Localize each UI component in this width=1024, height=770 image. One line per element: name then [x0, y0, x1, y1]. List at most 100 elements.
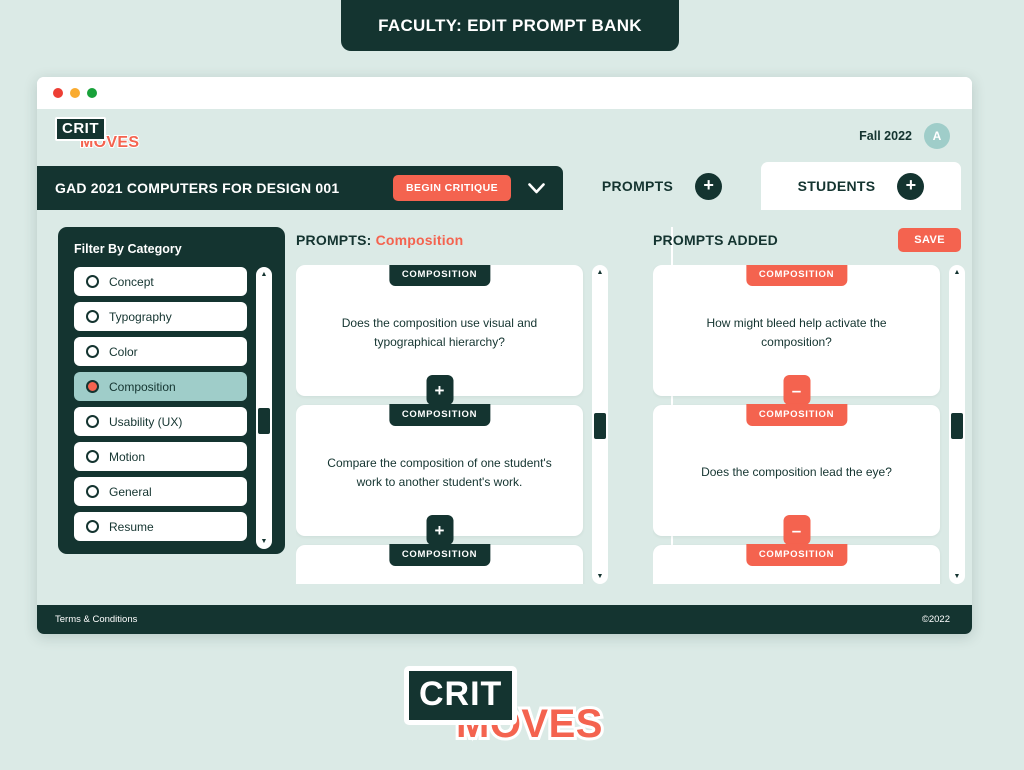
category-label: Concept: [109, 274, 154, 289]
tab-students[interactable]: STUDENTS +: [761, 162, 961, 210]
save-button[interactable]: SAVE: [898, 228, 961, 252]
category-label: Usability (UX): [109, 414, 183, 429]
card-category-badge: COMPOSITION: [745, 544, 848, 566]
category-item-motion[interactable]: Motion: [74, 442, 247, 471]
avatar[interactable]: A: [924, 122, 950, 149]
sidebar-wrapper: Filter By Category Concept Typography: [37, 227, 285, 590]
card-text: Does the composition use visual and typo…: [341, 315, 538, 349]
course-tab-row: GAD 2021 COMPUTERS FOR DESIGN 001 BEGIN …: [37, 162, 972, 210]
content-area: Filter By Category Concept Typography: [37, 210, 972, 590]
card-text: Compare the composition of one student's…: [327, 455, 552, 489]
scrollbar-thumb[interactable]: [258, 408, 270, 434]
prompts-column: PROMPTS: Composition COMPOSITION Does th…: [296, 227, 608, 590]
radio-icon: [86, 415, 99, 428]
category-label: Motion: [109, 449, 146, 464]
filter-sidebar: Filter By Category Concept Typography: [58, 227, 285, 554]
prompt-card[interactable]: COMPOSITION +: [296, 544, 583, 584]
category-item-general[interactable]: General: [74, 477, 247, 506]
category-label: Typography: [109, 309, 172, 324]
page-banner: FACULTY: EDIT PROMPT BANK: [341, 0, 679, 51]
begin-critique-button[interactable]: BEGIN CRITIQUE: [393, 175, 511, 201]
course-bar: GAD 2021 COMPUTERS FOR DESIGN 001 BEGIN …: [37, 166, 563, 210]
category-item-typography[interactable]: Typography: [74, 302, 247, 331]
scroll-down-icon[interactable]: ▼: [596, 573, 604, 580]
card-text: How might bleed help activate the compos…: [706, 315, 887, 349]
category-item-usability[interactable]: Usability (UX): [74, 407, 247, 436]
prompts-column-header: PROMPTS: Composition: [296, 227, 608, 253]
browser-window: CRIT MOVES Fall 2022 A GAD 2021 COMPUTER…: [37, 77, 972, 634]
prompts-cards-viewport: COMPOSITION Does the composition use vis…: [296, 265, 608, 584]
add-prompt-button[interactable]: +: [426, 515, 453, 545]
card-category-badge: COMPOSITION: [388, 265, 491, 286]
add-student-icon[interactable]: +: [897, 172, 925, 200]
app-logo[interactable]: CRIT MOVES: [55, 116, 149, 155]
category-item-composition[interactable]: Composition: [74, 372, 247, 401]
tab-students-label: STUDENTS: [797, 178, 876, 194]
prompts-cards-list: COMPOSITION Does the composition use vis…: [296, 265, 583, 584]
category-scrollbar[interactable]: ▲ ▼: [256, 267, 272, 549]
added-prompt-card[interactable]: COMPOSITION How might bleed help activat…: [653, 265, 940, 405]
prompts-title-category: Composition: [375, 232, 464, 248]
page-banner-title: FACULTY: EDIT PROMPT BANK: [378, 15, 642, 35]
radio-icon: [86, 520, 99, 533]
radio-icon: [86, 275, 99, 288]
card-category-badge: COMPOSITION: [388, 544, 491, 566]
tab-prompts[interactable]: PROMPTS +: [563, 162, 761, 210]
added-prompt-card[interactable]: COMPOSITION Does the composition lead th…: [653, 404, 940, 545]
radio-selected-icon: [86, 380, 99, 393]
added-cards-list: COMPOSITION How might bleed help activat…: [653, 265, 940, 584]
added-cards-viewport: COMPOSITION How might bleed help activat…: [653, 265, 965, 584]
window-titlebar: [37, 77, 972, 109]
category-item-color[interactable]: Color: [74, 337, 247, 366]
add-prompt-icon[interactable]: +: [695, 172, 723, 200]
close-dot-icon[interactable]: [53, 88, 63, 98]
terms-link[interactable]: Terms & Conditions: [55, 614, 138, 625]
category-label: Composition: [109, 379, 176, 394]
added-scrollbar[interactable]: ▲ ▼: [949, 265, 965, 584]
card-text: Does the composition lead the eye?: [701, 465, 892, 480]
prompts-added-header: PROMPTS ADDED SAVE: [653, 227, 965, 253]
header-right-group: Fall 2022 A: [859, 122, 950, 149]
scroll-up-icon[interactable]: ▲: [596, 269, 604, 276]
copyright-text: ©2022: [921, 614, 950, 625]
category-label: General: [109, 484, 152, 499]
scroll-up-icon[interactable]: ▲: [260, 271, 268, 278]
prompts-column-title: PROMPTS: Composition: [296, 232, 463, 248]
add-prompt-button[interactable]: +: [426, 375, 453, 405]
brand-logo: CRIT MOVES: [398, 666, 608, 749]
term-label: Fall 2022: [859, 128, 912, 143]
filter-title: Filter By Category: [74, 242, 182, 256]
prompt-card[interactable]: COMPOSITION Does the composition use vis…: [296, 265, 583, 405]
app-container: CRIT MOVES Fall 2022 A GAD 2021 COMPUTER…: [37, 109, 972, 634]
category-list: Concept Typography Color: [74, 267, 247, 549]
scrollbar-thumb[interactable]: [594, 413, 606, 439]
minimize-dot-icon[interactable]: [70, 88, 80, 98]
prompts-added-title: PROMPTS ADDED: [653, 232, 778, 248]
category-item-resume[interactable]: Resume: [74, 512, 247, 541]
scroll-down-icon[interactable]: ▼: [260, 538, 268, 545]
radio-icon: [86, 345, 99, 358]
tab-prompts-label: PROMPTS: [601, 178, 674, 194]
scroll-up-icon[interactable]: ▲: [953, 269, 961, 276]
prompt-card[interactable]: COMPOSITION Compare the composition of o…: [296, 404, 583, 545]
scroll-down-icon[interactable]: ▼: [953, 573, 961, 580]
column-divider: [671, 227, 673, 579]
remove-prompt-button[interactable]: –: [783, 515, 810, 545]
chevron-down-icon[interactable]: [523, 175, 549, 201]
radio-icon: [86, 485, 99, 498]
prompts-scrollbar[interactable]: ▲ ▼: [592, 265, 608, 584]
maximize-dot-icon[interactable]: [87, 88, 97, 98]
scrollbar-thumb[interactable]: [951, 413, 963, 439]
card-category-badge: COMPOSITION: [745, 404, 848, 426]
category-item-concept[interactable]: Concept: [74, 267, 247, 296]
brand-logo-crit: CRIT: [404, 666, 518, 725]
filter-body: Concept Typography Color: [74, 267, 272, 549]
radio-icon: [86, 450, 99, 463]
remove-prompt-button[interactable]: –: [783, 375, 810, 405]
added-prompt-card[interactable]: COMPOSITION –: [653, 544, 940, 584]
app-footer: Terms & Conditions ©2022: [37, 605, 972, 634]
category-label: Resume: [109, 519, 154, 534]
course-title: GAD 2021 COMPUTERS FOR DESIGN 001: [55, 180, 340, 196]
app-header: CRIT MOVES Fall 2022 A: [37, 109, 972, 162]
card-category-badge: COMPOSITION: [745, 265, 848, 286]
